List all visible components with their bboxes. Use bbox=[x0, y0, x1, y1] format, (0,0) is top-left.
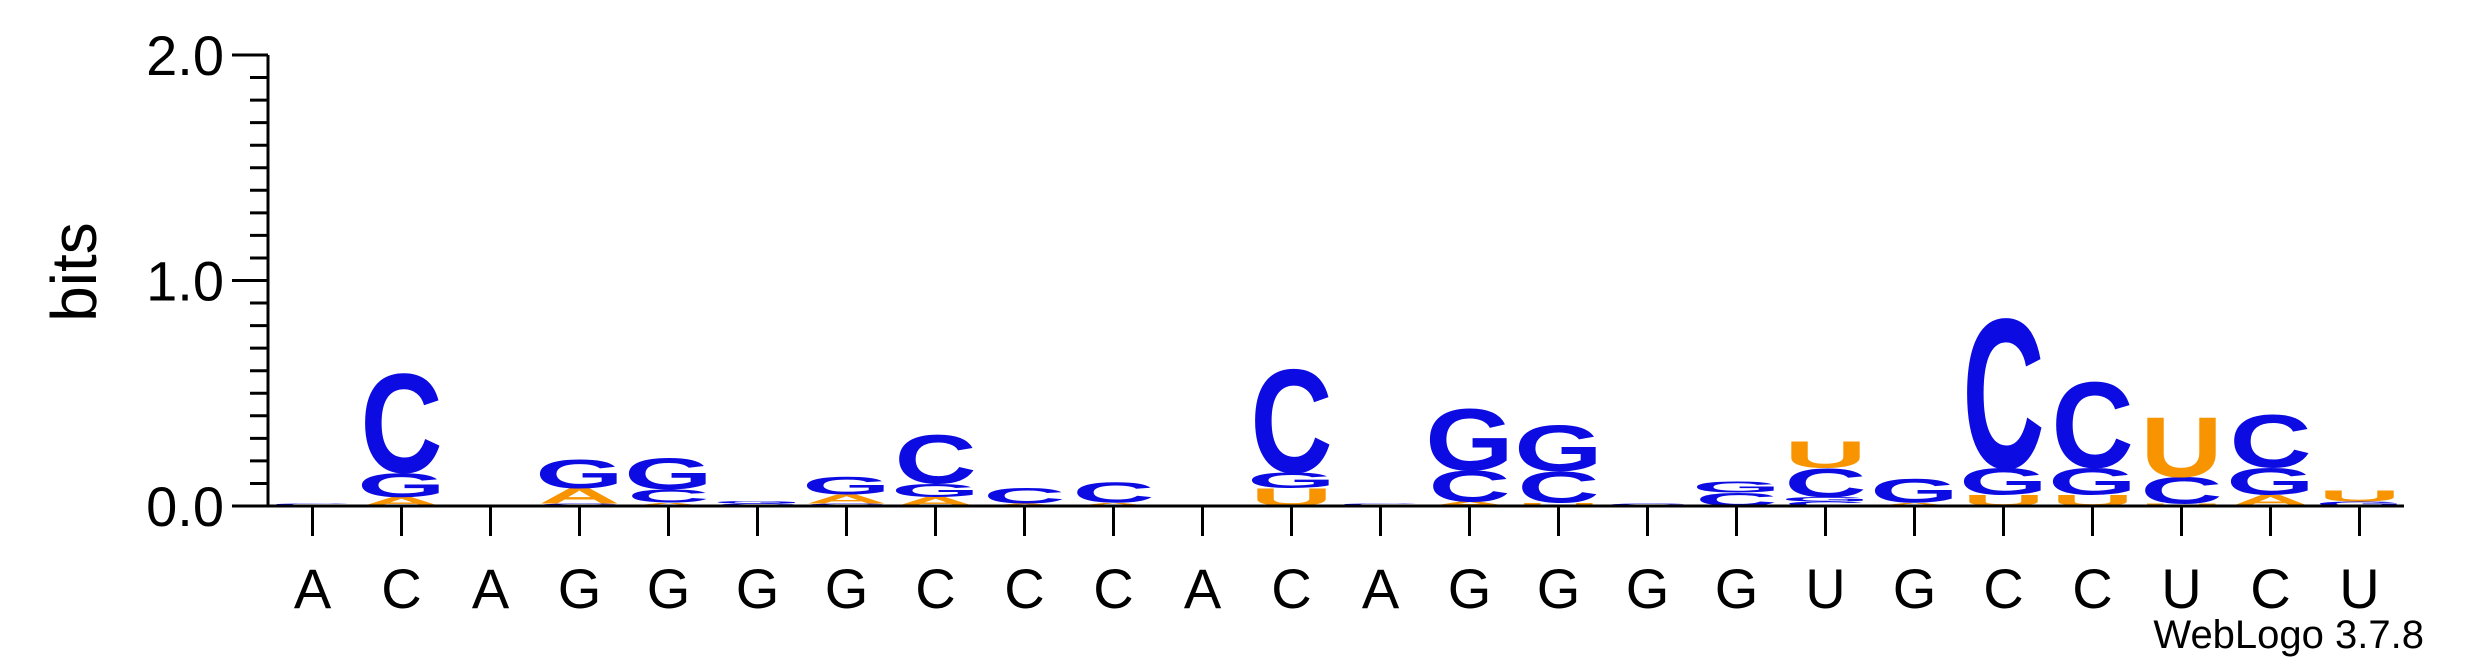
logo-letter-A: A bbox=[805, 493, 887, 507]
logo-letter-C: C bbox=[894, 421, 976, 498]
logo-letter-U: U bbox=[1517, 502, 1599, 507]
x-tick-label: A bbox=[294, 557, 332, 620]
y-tick-label: 1.0 bbox=[146, 250, 224, 313]
logo-letter-C: C bbox=[1784, 500, 1866, 507]
logo-letter-C: C bbox=[2051, 358, 2133, 495]
logo-letter-G: G bbox=[891, 480, 979, 501]
x-tick-label: U bbox=[2339, 557, 2379, 620]
logo-letter-G: G bbox=[357, 466, 445, 505]
logo-letter-C: C bbox=[1962, 275, 2044, 514]
x-tick-label: C bbox=[2072, 557, 2112, 620]
stack-position-24: GU bbox=[2315, 488, 2403, 508]
stack-position-5: ACG bbox=[624, 450, 712, 507]
logo-letter-C: C bbox=[271, 503, 353, 505]
x-tick-label: C bbox=[1983, 557, 2023, 620]
logo-letter-C: C bbox=[1784, 461, 1866, 507]
logo-letter-C: C bbox=[1250, 339, 1332, 504]
logo-letter-G: G bbox=[1692, 479, 1780, 496]
logo-letter-G: G bbox=[2048, 460, 2136, 502]
x-tick-label: C bbox=[1004, 557, 1044, 620]
x-tick-label: G bbox=[647, 557, 691, 620]
logo-letter-C: C bbox=[1428, 462, 1510, 511]
x-tick-label: C bbox=[1271, 557, 1311, 620]
stack-position-19: AG bbox=[1870, 471, 1958, 510]
stack-position-14: ACG bbox=[1425, 390, 1513, 511]
x-tick-label: G bbox=[1537, 557, 1581, 620]
logo-letter-G: G bbox=[713, 501, 801, 505]
x-tick-label: C bbox=[2250, 557, 2290, 620]
x-tick-label: C bbox=[381, 557, 421, 620]
logo-letter-C: C bbox=[627, 486, 709, 507]
logo-letter-G: G bbox=[624, 450, 712, 499]
x-tick-label: G bbox=[736, 557, 780, 620]
x-tick-label: C bbox=[1093, 557, 1133, 620]
stack-position-7: CAG bbox=[802, 472, 890, 507]
x-tick-label: A bbox=[1362, 557, 1400, 620]
logo-letter-G: G bbox=[1959, 460, 2047, 502]
logo-letter-G: G bbox=[2315, 500, 2403, 507]
logo-letter-C: C bbox=[1517, 463, 1599, 512]
stack-position-21: UGC bbox=[2048, 358, 2136, 510]
x-tick-label: G bbox=[1893, 557, 1937, 620]
logo-letter-G: G bbox=[535, 452, 623, 498]
logo-letter-C: C bbox=[2229, 400, 2311, 484]
logo-letter-U: U bbox=[1784, 433, 1866, 475]
logo-letter-G: G bbox=[2226, 460, 2314, 502]
y-tick-label: 2.0 bbox=[146, 24, 224, 87]
x-tick-label: A bbox=[1184, 557, 1222, 620]
x-tick-label: G bbox=[1448, 557, 1492, 620]
x-tick-label: G bbox=[558, 557, 602, 620]
x-tick-label: U bbox=[2161, 557, 2201, 620]
logo-letter-A: A bbox=[1428, 500, 1510, 507]
logo-letter-A: A bbox=[1072, 502, 1154, 507]
stack-position-15: UCG bbox=[1514, 411, 1602, 512]
logo-letter-G: G bbox=[1425, 390, 1513, 489]
stack-position-22: UCU bbox=[2140, 400, 2222, 511]
y-tick-label: 0.0 bbox=[146, 475, 224, 538]
stack-position-23: AGC bbox=[2226, 400, 2314, 509]
logo-letter-G: G bbox=[1514, 411, 1602, 485]
stack-position-12: UGC bbox=[1247, 339, 1335, 512]
logo-letter-A: A bbox=[1873, 502, 1955, 507]
stack-position-10: AC bbox=[1072, 477, 1154, 509]
x-tick-label: G bbox=[1715, 557, 1759, 620]
stack-position-20: UGC bbox=[1959, 275, 2047, 514]
logo-letter-U: U bbox=[2140, 400, 2222, 495]
x-tick-label: C bbox=[915, 557, 955, 620]
logo-letter-G: G bbox=[1781, 496, 1869, 503]
logo-letter-C: C bbox=[1072, 477, 1154, 509]
stack-position-8: AGC bbox=[891, 421, 979, 509]
logo-letter-G: G bbox=[1247, 468, 1335, 492]
x-tick-label: A bbox=[472, 557, 510, 620]
logo-letter-G: G bbox=[802, 472, 890, 500]
x-tick-label: G bbox=[1626, 557, 1670, 620]
letter-stacks: GCAGCCAGACGCGCAGAGCACACUGCGCACGUCGCCGCGC… bbox=[268, 275, 2403, 514]
axes bbox=[232, 53, 2404, 536]
logo-letter-C: C bbox=[1339, 503, 1421, 505]
weblogo-watermark: WebLogo 3.7.8 bbox=[2153, 613, 2424, 657]
logo-letter-C: C bbox=[360, 345, 442, 503]
x-tick-label: G bbox=[825, 557, 869, 620]
logo-letter-A: A bbox=[627, 502, 709, 507]
stack-position-4: CAG bbox=[535, 452, 623, 509]
stack-position-2: AGC bbox=[357, 345, 445, 508]
logo-letter-U: U bbox=[2318, 488, 2400, 505]
y-tick-labels: 0.0 1.0 2.0 bbox=[146, 24, 224, 538]
x-tick-label: U bbox=[1805, 557, 1845, 620]
logo-letter-G: G bbox=[1870, 471, 1958, 510]
y-axis-label: bits bbox=[38, 222, 110, 322]
